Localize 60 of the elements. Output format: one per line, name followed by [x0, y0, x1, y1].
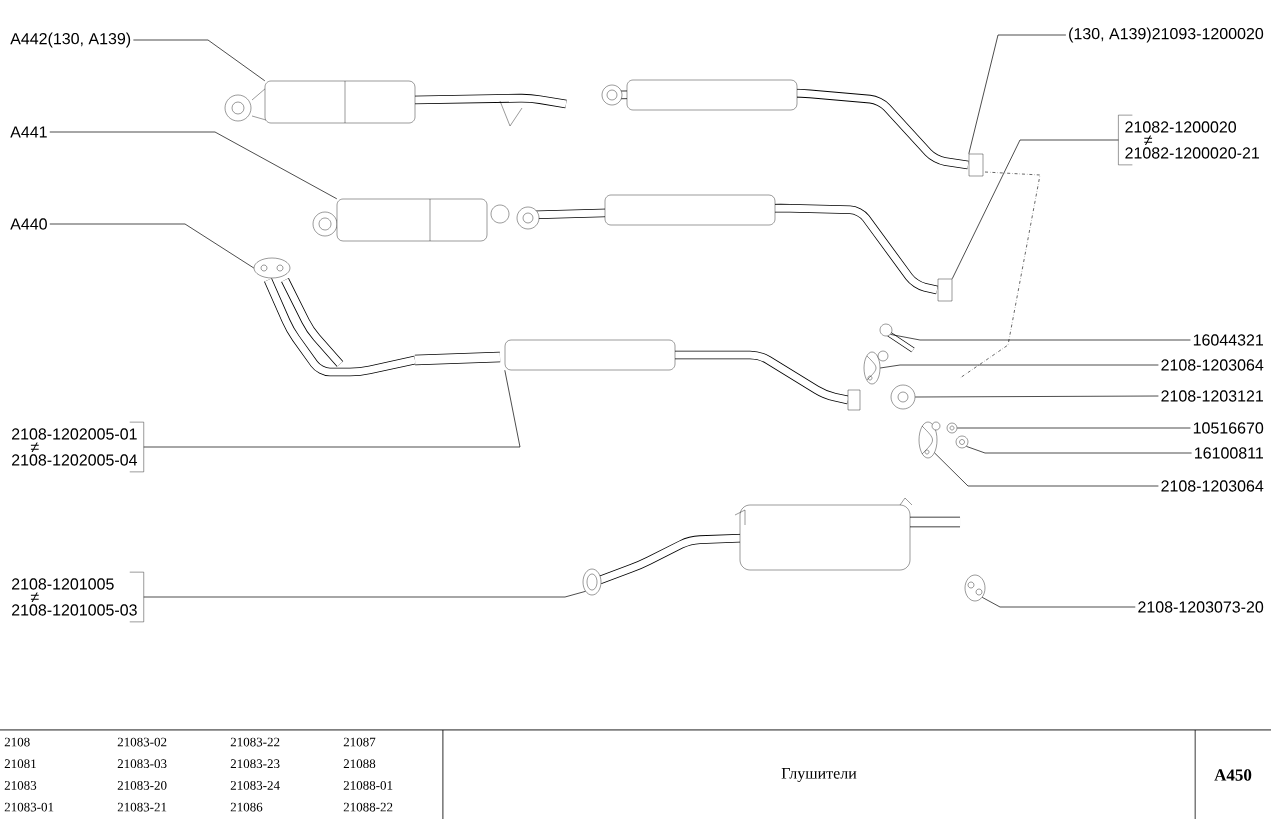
leader-line	[981, 597, 1136, 608]
part-number: 16100811	[1195, 447, 1263, 459]
muffler-drawing	[582, 497, 960, 596]
washer-drawing	[946, 422, 958, 434]
part-number: 2108-1203121	[1161, 390, 1263, 402]
model-code: 21087	[343, 737, 376, 747]
model-code: 21088-22	[343, 802, 393, 812]
catalytic-converter-drawing	[312, 198, 510, 242]
leader-line	[968, 34, 1067, 155]
part-number: A441	[10, 126, 47, 138]
leader-line	[966, 446, 1192, 454]
model-code: 21083-20	[117, 781, 167, 790]
leader-line	[49, 131, 338, 200]
sheet-title: Глушители	[781, 768, 857, 782]
model-code: 21081	[4, 759, 36, 769]
clamp-drawing	[863, 350, 889, 385]
model-code: 21088-01	[343, 781, 393, 790]
leader-line	[956, 427, 1191, 429]
part-number: (130, A139)21093-1200020	[1069, 27, 1264, 43]
bracketed-part-number: 2108-1202005-01 ≠ 2108-1202005-04	[12, 421, 144, 473]
catalytic-converter-drawing	[224, 80, 567, 127]
cushion-drawing	[890, 384, 916, 410]
leader-line	[951, 139, 1119, 280]
part-number: A440	[10, 218, 47, 230]
part-number: 16044321	[1193, 334, 1263, 346]
model-code: 21083-01	[4, 802, 54, 812]
part-number: 2108-1203064	[1161, 359, 1264, 371]
model-code: 21083-24	[230, 781, 280, 790]
model-code: 21083-02	[117, 737, 167, 747]
leader-line	[914, 395, 1159, 398]
front-pipe-drawing	[253, 257, 501, 377]
bracketed-part-number: 2108-1201005 ≠ 2108-1201005-03	[12, 571, 144, 623]
model-code: 21088	[343, 759, 376, 769]
resonator-drawing	[601, 79, 984, 177]
bolt-drawing	[879, 323, 915, 353]
part-number: 2108-1203073-20	[1138, 601, 1264, 613]
nut-drawing	[955, 435, 969, 449]
leader-line	[133, 39, 266, 82]
hanger-ring-drawing	[964, 574, 986, 602]
model-code: 21083-03	[117, 759, 167, 769]
resonator-drawing	[516, 194, 953, 302]
resonator-drawing	[504, 339, 861, 411]
model-code: 21083-23	[230, 759, 280, 769]
leader-line	[143, 591, 586, 598]
leader-line	[890, 334, 1191, 341]
leader-line	[934, 452, 1159, 487]
model-code: 21086	[230, 802, 263, 812]
model-code: 21083	[4, 781, 37, 790]
model-code: 2108	[4, 737, 30, 747]
sheet-number: A450	[1214, 769, 1252, 781]
bracketed-part-number: 21082-1200020 ≠ 21082-1200020-21	[1118, 114, 1259, 166]
leader-line	[49, 223, 255, 269]
part-number: A442(130, A139)	[10, 32, 131, 48]
model-code: 21083-21	[117, 802, 167, 812]
part-number: 10516670	[1193, 422, 1264, 434]
leader-line	[879, 364, 1159, 369]
clamp-drawing	[918, 421, 941, 459]
part-number: 2108-1203064	[1161, 480, 1264, 492]
leader-line	[143, 369, 521, 448]
model-code: 21083-22	[230, 737, 280, 747]
